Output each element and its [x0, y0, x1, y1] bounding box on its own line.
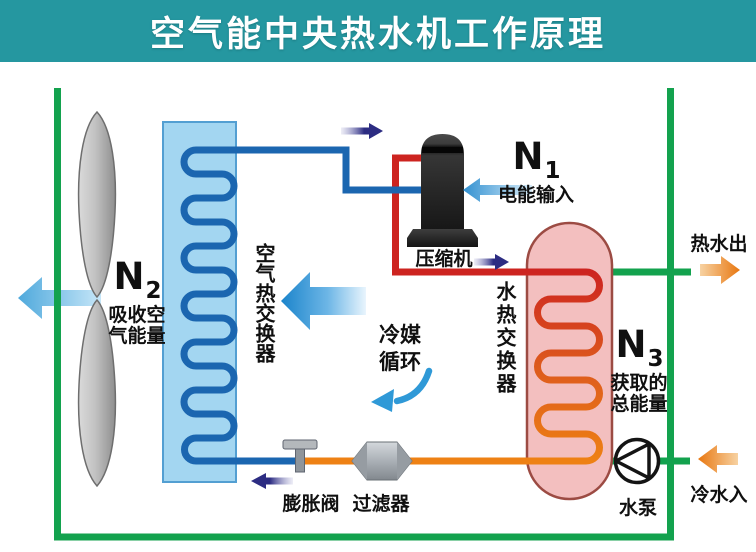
condenser-coil — [524, 268, 603, 465]
compressor-label: 压缩机 — [415, 248, 473, 270]
n1-input-arrow — [463, 178, 532, 202]
water-circuit-frame — [54, 88, 674, 541]
cold-water-in-arrow — [698, 445, 738, 473]
hot-water-out-arrow — [700, 256, 740, 284]
suction-flow-arrow — [341, 123, 383, 139]
n1-caption: 电能输入 — [497, 184, 574, 207]
water-heat-exchanger-label: 水热交换器 — [493, 281, 517, 396]
suction-pipe-blue — [234, 146, 421, 194]
cold-water-in-label: 冷水入 — [690, 484, 748, 506]
compressor-icon — [407, 134, 478, 247]
air-heat-exchanger-label: 空气热交换器 — [252, 243, 276, 363]
refrigerant-cycle-arrow — [371, 367, 433, 412]
air-to-exchanger-arrow — [281, 272, 366, 330]
refrigerant-cycle-label: 冷媒循环 — [379, 323, 421, 374]
filter-icon — [351, 441, 413, 481]
n3-label: N3 获取的总能量 — [602, 326, 676, 415]
liquid-flow-arrow — [251, 473, 293, 489]
n2-label: N2 吸收空气能量 — [104, 258, 170, 347]
n3-caption: 获取的总能量 — [610, 372, 668, 416]
page-title: 空气能中央热水机工作原理 — [149, 14, 606, 55]
water-pump-label: 水泵 — [618, 497, 657, 519]
discharge-flow-arrow — [474, 254, 509, 270]
n1-label: N1 电能输入 — [494, 138, 578, 206]
evaporator-coil — [180, 146, 238, 465]
water-pump-icon — [613, 437, 661, 485]
evaporator-panel — [162, 121, 237, 483]
hot-water-out-label: 热水出 — [690, 233, 748, 255]
filter-label: 过滤器 — [352, 493, 410, 515]
expansion-valve-label: 膨胀阀 — [282, 493, 340, 515]
n2-caption: 吸收空气能量 — [108, 304, 166, 348]
water-tank — [525, 221, 614, 501]
discharge-pipe-red — [392, 154, 531, 276]
expansion-valve-icon — [282, 439, 318, 473]
fan-icon — [77, 110, 117, 488]
title-banner: 空气能中央热水机工作原理 — [0, 0, 756, 62]
